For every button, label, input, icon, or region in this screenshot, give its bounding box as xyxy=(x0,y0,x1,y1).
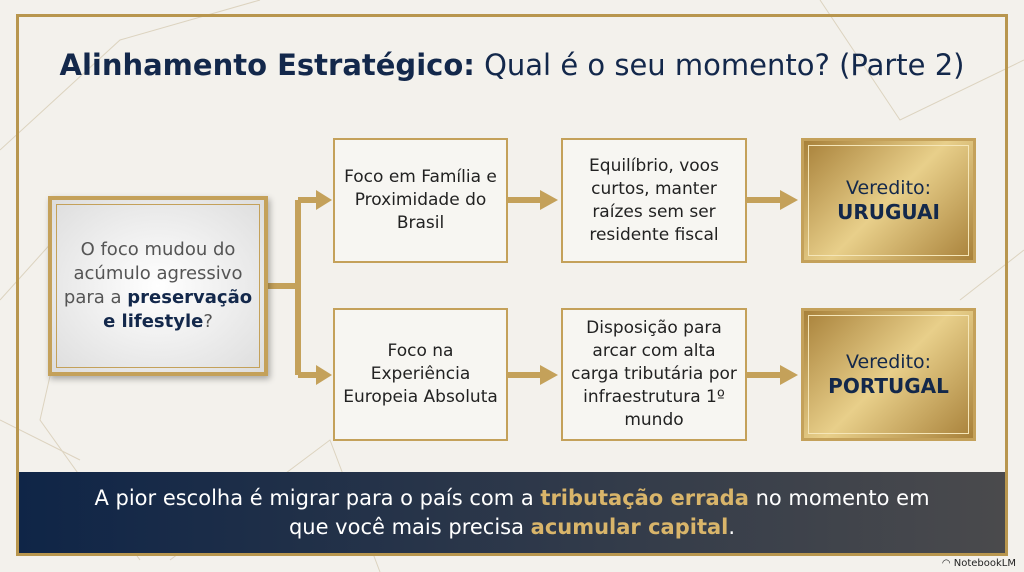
verdict-box-uruguay: Veredito:URUGUAI xyxy=(801,138,976,263)
verdict-box-portugal: Veredito:PORTUGAL xyxy=(801,308,976,441)
question-text: O foco mudou do acúmulo agressivo para a xyxy=(63,239,243,308)
slide-title: Alinhamento Estratégico: Qual é o seu mo… xyxy=(0,48,1024,82)
banner-text: . xyxy=(728,514,736,539)
verdict-label: Veredito: xyxy=(845,177,932,199)
condition-box-portugal: Disposição para arcar com alta carga tri… xyxy=(561,308,747,441)
verdict-label: Veredito: xyxy=(845,351,932,373)
verdict-country: URUGUAI xyxy=(837,200,940,224)
banner-highlight: acumular capital xyxy=(530,514,729,539)
title-bold: Alinhamento Estratégico: xyxy=(59,48,475,82)
conclusion-banner: A pior escolha é migrar para o país com … xyxy=(16,472,1008,556)
focus-box-europe: Foco na Experiência Europeia Absoluta xyxy=(333,308,508,441)
question-mark: ? xyxy=(203,311,213,332)
notebooklm-watermark: ◠ NotebookLM xyxy=(942,558,1016,569)
verdict-country: PORTUGAL xyxy=(828,374,949,398)
banner-text: A pior escolha é migrar para o país com … xyxy=(94,485,541,510)
title-rest: Qual é o seu momento? (Parte 2) xyxy=(474,48,965,82)
condition-box-uruguay: Equilíbrio, voos curtos, manter raízes s… xyxy=(561,138,747,263)
question-highlight: preservação e lifestyle xyxy=(103,287,253,332)
watermark-text: NotebookLM xyxy=(953,558,1016,569)
banner-highlight: tributação errada xyxy=(540,485,749,510)
arrowheads xyxy=(316,190,798,385)
question-box: O foco mudou do acúmulo agressivo para a… xyxy=(48,196,268,376)
notebooklm-icon: ◠ xyxy=(941,558,954,569)
banner-text: no momento em que você mais precisa xyxy=(288,485,930,539)
focus-box-family: Foco em Família e Proximidade do Brasil xyxy=(333,138,508,263)
